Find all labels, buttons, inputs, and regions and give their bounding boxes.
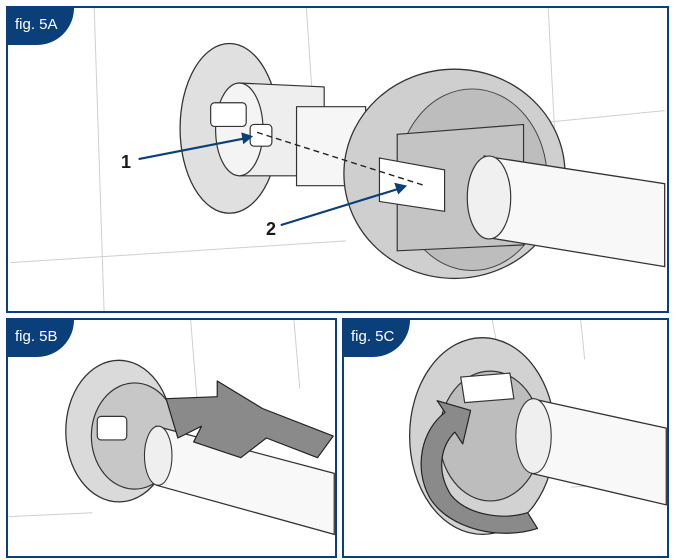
pipe	[530, 397, 667, 506]
callout-number-2: 2	[266, 219, 277, 239]
push-arrow	[165, 380, 334, 459]
figure-5c-illustration	[408, 320, 667, 536]
wall-tiles	[8, 320, 301, 518]
clip-latch	[210, 102, 247, 128]
figure-label: fig. 5A	[8, 8, 74, 45]
figure-5b-illustration	[8, 320, 335, 536]
callout-number-1: 1	[121, 152, 132, 172]
clip-latch	[96, 415, 128, 441]
figure-5a-panel: fig. 5A 1 2	[6, 6, 669, 313]
figure-5a-illustration	[10, 8, 666, 311]
rotate-arrow	[420, 400, 539, 534]
label-tab	[378, 157, 446, 213]
figure-5c-panel: fig. 5C	[342, 318, 669, 558]
callout-arrow-2	[280, 182, 408, 227]
figure-5b-panel: fig. 5B	[6, 318, 337, 558]
